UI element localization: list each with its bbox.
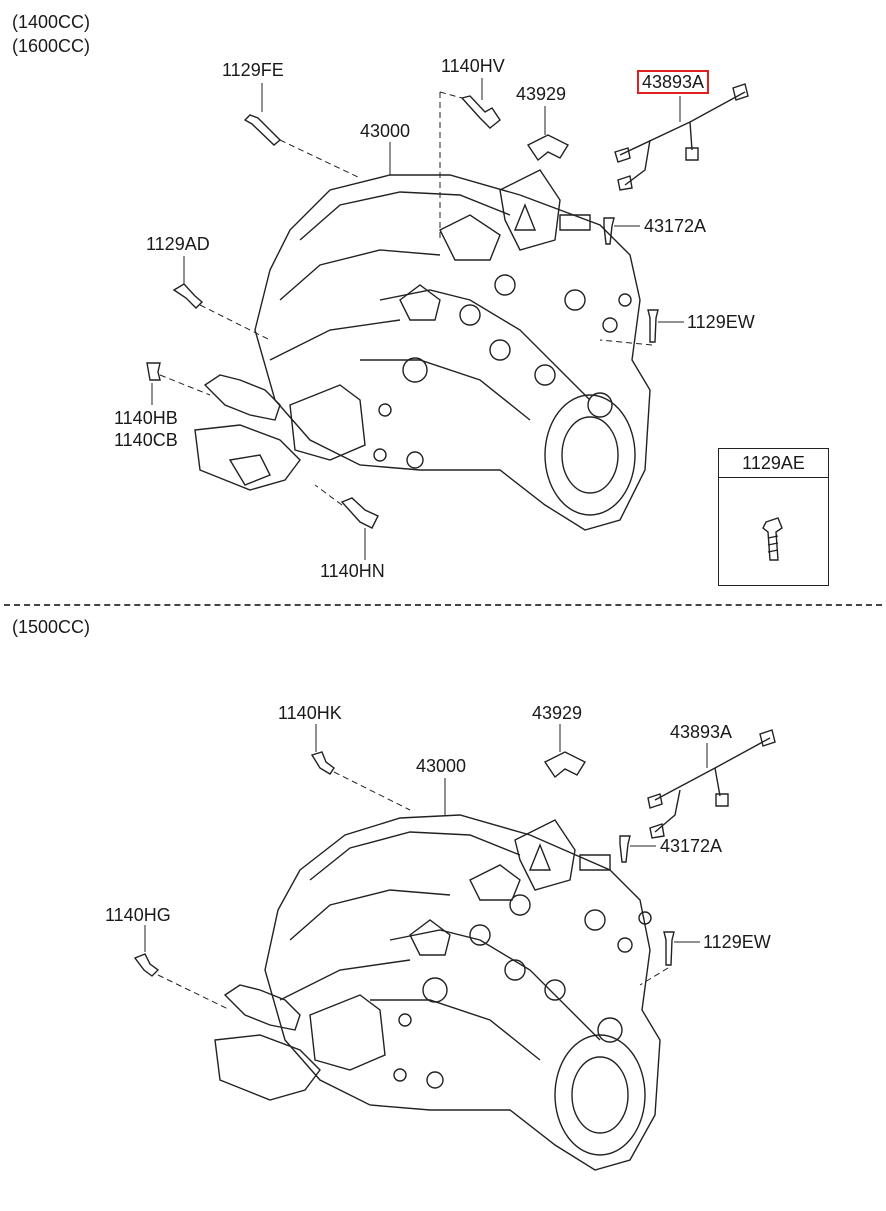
variant-1400cc: (1400CC) (12, 12, 91, 32)
part-label-43929-bottom[interactable]: 43929 (532, 703, 583, 723)
part-label-1129EW-bottom[interactable]: 1129EW (703, 932, 771, 952)
part-label-1129AE[interactable]: 1129AE (719, 449, 828, 478)
bolt-1129FE (243, 114, 282, 146)
part-label-1140CB[interactable]: 1140CB (114, 430, 178, 450)
variant-1500cc: (1500CC) (12, 617, 91, 637)
leader-lines-top (151, 78, 684, 560)
part-label-1140HV[interactable]: 1140HV (441, 56, 505, 76)
part-label-1140HK[interactable]: 1140HK (278, 703, 342, 723)
bolt-1140HB (146, 362, 161, 381)
section-divider (4, 604, 882, 606)
variant-1600cc: (1600CC) (12, 36, 91, 56)
part-label-1140HN[interactable]: 1140HN (320, 561, 385, 581)
part-label-1129EW[interactable]: 1129EW (687, 312, 755, 332)
inset-box-1129AE: 1129AE (718, 448, 829, 586)
clip-43929 (526, 134, 569, 162)
part-label-43929[interactable]: 43929 (516, 84, 567, 104)
part-label-43000[interactable]: 43000 (360, 121, 411, 141)
part-label-43172A[interactable]: 43172A (644, 216, 707, 236)
bolt-1129EW (647, 309, 659, 343)
part-label-43893A[interactable]: 43893A (637, 70, 710, 94)
transaxle-assembly-bottom (214, 814, 661, 1171)
bolt-1140HG (133, 953, 160, 977)
part-label-1129FE[interactable]: 1129FE (222, 60, 284, 80)
bolt-1140HK (310, 751, 335, 775)
bolt-1129AE (762, 517, 783, 561)
bolt-1129AD (172, 283, 204, 309)
part-label-1129AD[interactable]: 1129AD (146, 234, 210, 254)
bolt-43172A (603, 217, 615, 245)
part-label-43172A-bottom[interactable]: 43172A (660, 836, 723, 856)
harness-43893A-bottom (647, 729, 776, 839)
bolt-1140HN (340, 497, 379, 529)
harness-43893A (614, 83, 749, 191)
leader-lines-bottom (144, 724, 708, 1011)
transaxle-assembly-top (194, 169, 651, 531)
part-label-1140HG[interactable]: 1140HG (105, 905, 171, 925)
part-label-43000-bottom[interactable]: 43000 (416, 756, 467, 776)
part-label-43893A-bottom[interactable]: 43893A (670, 722, 733, 742)
bolt-43172A-bottom (619, 835, 631, 863)
bolt-1140HV (460, 95, 501, 129)
part-label-1140HB[interactable]: 1140HB (114, 408, 178, 428)
clip-43929-bottom (543, 751, 586, 779)
bolt-1129EW-bottom (663, 931, 675, 966)
